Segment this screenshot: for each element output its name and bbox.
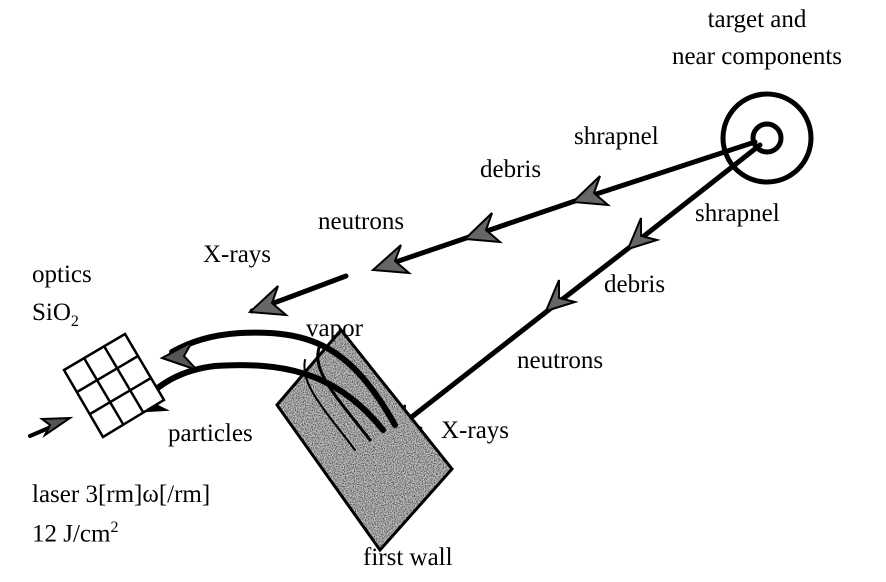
particles-label: particles <box>168 420 253 447</box>
optics-label: optics <box>32 261 92 288</box>
optics-element <box>62 332 166 439</box>
lower-arrowhead-1 <box>626 217 661 251</box>
laser-beam <box>28 416 74 438</box>
vapor-arrowhead <box>159 339 198 371</box>
lower-radiation-path <box>383 142 763 439</box>
upper-radiation-path <box>247 139 758 317</box>
optics-material-subscript: 2 <box>70 313 79 330</box>
neutrons-lower-label: neutrons <box>517 347 604 374</box>
target-label-line2: near components <box>671 43 843 70</box>
neutrons-upper-label: neutrons <box>318 208 405 235</box>
debris-upper-label: debris <box>480 156 542 183</box>
shrapnel-lower-label: shrapnel <box>695 200 780 227</box>
optics-material-label: SiO2 <box>32 298 79 337</box>
first-wall-label: first wall <box>363 544 453 571</box>
xrays-lower-label: X-rays <box>441 417 510 444</box>
fluence-superscript: 2 <box>110 519 119 536</box>
fluence-value: 12 J/cm <box>32 520 111 548</box>
upper-arrowhead-4 <box>247 285 289 317</box>
vapor-label: vapor <box>306 315 363 342</box>
optics-material-base: SiO <box>32 299 71 326</box>
vapor-streaks <box>139 329 398 451</box>
upper-arrowhead-3 <box>370 244 412 275</box>
upper-arrowhead-2 <box>462 212 504 244</box>
xrays-upper-label: X-rays <box>203 241 272 268</box>
shrapnel-upper-label: shrapnel <box>574 123 659 150</box>
debris-lower-label: debris <box>604 271 666 298</box>
target-label-line1: target and <box>707 6 807 33</box>
first-wall-block <box>275 327 454 553</box>
upper-arrowhead-1 <box>570 175 612 207</box>
fluence-label: 12 J/cm2 <box>32 513 118 549</box>
target-symbol <box>720 91 814 185</box>
lower-arrowhead-2 <box>544 279 579 313</box>
laser-label: laser 3[rm]ω[/rm] <box>32 481 211 508</box>
